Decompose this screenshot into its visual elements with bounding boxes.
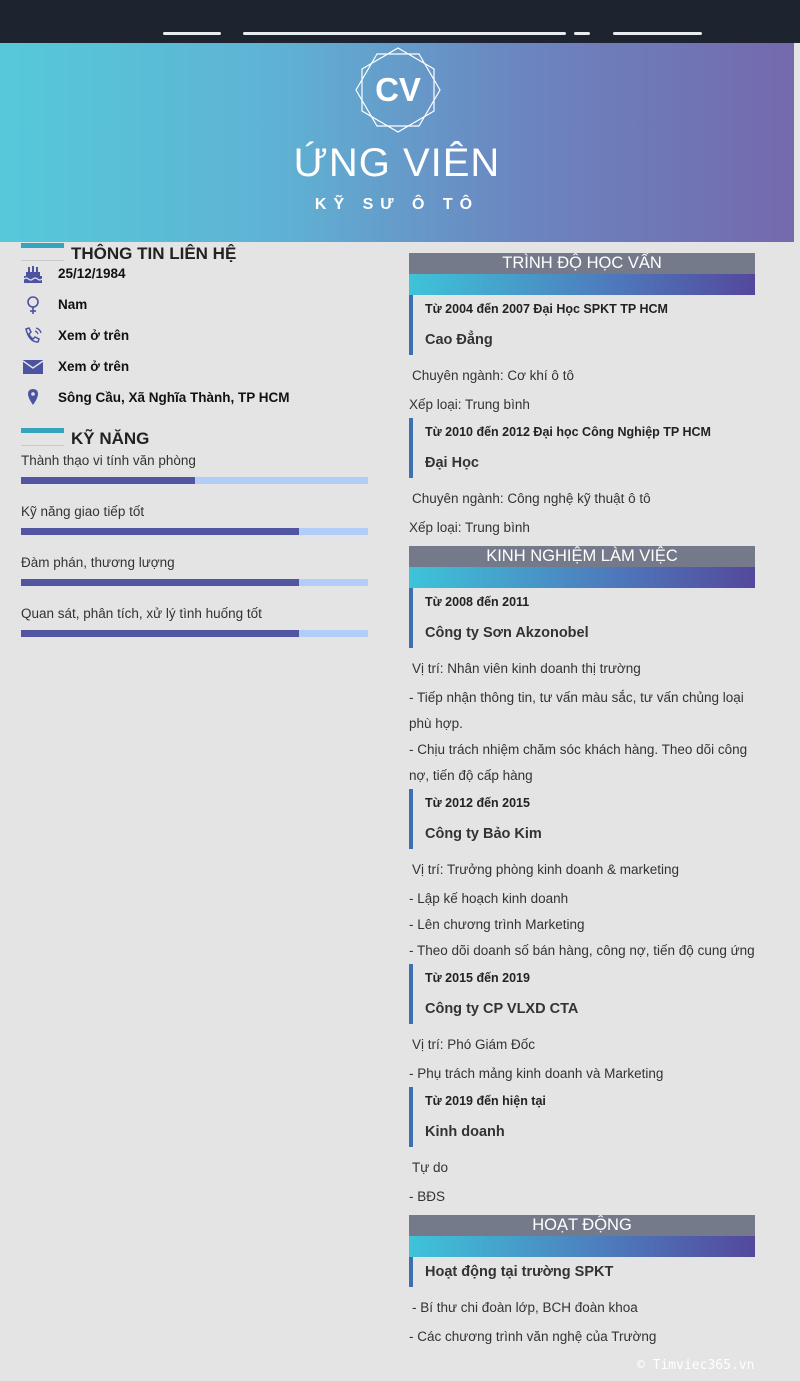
map-pin-icon	[21, 388, 45, 410]
top-bar	[0, 0, 800, 43]
education-detail: Xếp loại: Trung bình	[409, 520, 530, 535]
skill-bar-fill	[21, 528, 299, 535]
experience-detail: - Lập kế hoạch kinh doanh	[409, 891, 569, 906]
experience-role: Vị trí: Nhân viên kinh doanh thị trường	[412, 661, 641, 676]
education-detail: Chuyên ngành: Cơ khí ô tô	[412, 368, 574, 383]
experience-entry: Từ 2008 đến 2011 Công ty Sơn Akzonobel	[409, 588, 769, 648]
experience-detail: - BĐS	[409, 1189, 446, 1204]
experience-detail: - Phụ trách mảng kinh doanh và Marketing	[409, 1066, 664, 1081]
skill-bar-fill	[21, 630, 299, 637]
skill-item: Thành thạo vi tính văn phòng	[21, 453, 368, 484]
experience-detail: - Theo dõi doanh số bán hàng, công nợ, t…	[409, 943, 755, 958]
candidate-position: KỸ SƯ Ô TÔ	[314, 196, 480, 213]
top-bar-dash	[243, 32, 566, 35]
cv-header: CV ỨNG VIÊN KỸ SƯ Ô TÔ	[0, 43, 794, 242]
star-frame-icon	[355, 47, 441, 133]
footer-watermark: © Timviec365.vn	[637, 1358, 755, 1373]
skill-item: Kỹ năng giao tiếp tốt	[21, 504, 368, 535]
skill-bar	[21, 477, 368, 484]
experience-role: Tự do	[412, 1160, 449, 1175]
candidate-name: ỨNG VIÊN	[293, 141, 501, 185]
logo-text: CV	[375, 71, 421, 108]
experience-entry: Từ 2012 đến 2015 Công ty Bảo Kim	[409, 789, 769, 849]
activity-detail: - Bí thư chi đoàn lớp, BCH đoàn khoa	[412, 1300, 638, 1315]
female-icon	[21, 295, 45, 317]
education-entry: Từ 2010 đến 2012 Đại học Công Nghiệp TP …	[409, 418, 769, 478]
experience-detail: phù hợp.	[409, 716, 463, 731]
skill-item: Quan sát, phân tích, xử lý tình huống tố…	[21, 606, 368, 637]
top-bar-dash	[574, 32, 590, 35]
skill-bar	[21, 630, 368, 637]
skill-bar	[21, 579, 368, 586]
activity-detail: - Các chương trình văn nghệ của Trường	[409, 1329, 657, 1344]
skill-bar-fill	[21, 477, 195, 484]
top-bar-dash	[163, 32, 221, 35]
experience-role: Vị trí: Phó Giám Đốc	[412, 1037, 536, 1052]
contact-gender: Nam	[21, 295, 391, 319]
activities-section-title: HOẠT ĐỘNG	[409, 1215, 755, 1257]
experience-detail: - Tiếp nhận thông tin, tư vấn màu sắc, t…	[409, 690, 744, 705]
contact-birthday: 25/12/1984	[21, 264, 391, 288]
contact-email: Xem ở trên	[21, 357, 391, 381]
activity-entry: Hoạt động tại trường SPKT	[409, 1257, 769, 1287]
experience-entry: Từ 2019 đến hiện tại Kinh doanh	[409, 1087, 769, 1147]
envelope-icon	[21, 357, 45, 379]
experience-detail: - Lên chương trình Marketing	[409, 917, 585, 932]
skill-bar	[21, 528, 368, 535]
contact-address: Sông Cầu, Xã Nghĩa Thành, TP HCM	[21, 388, 391, 412]
experience-entry: Từ 2015 đến 2019 Công ty CP VLXD CTA	[409, 964, 769, 1024]
education-detail: Chuyên ngành: Công nghệ kỹ thuật ô tô	[412, 491, 651, 506]
phone-icon	[21, 326, 45, 348]
education-section-title: TRÌNH ĐỘ HỌC VẤN	[409, 253, 755, 295]
education-detail: Xếp loại: Trung bình	[409, 397, 530, 412]
skill-item: Đàm phán, thương lượng	[21, 555, 368, 586]
cake-icon	[21, 264, 45, 286]
contact-phone: Xem ở trên	[21, 326, 391, 350]
experience-detail: nợ, tiến độ cấp hàng	[409, 768, 533, 783]
skill-bar-fill	[21, 579, 299, 586]
experience-role: Vị trí: Trưởng phòng kinh doanh & market…	[412, 862, 680, 877]
experience-section-title: KINH NGHIỆM LÀM VIỆC	[409, 546, 755, 588]
top-bar-dash	[613, 32, 702, 35]
experience-detail: - Chịu trách nhiệm chăm sóc khách hàng. …	[409, 742, 748, 757]
education-entry: Từ 2004 đến 2007 Đại Học SPKT TP HCM Cao…	[409, 295, 769, 355]
